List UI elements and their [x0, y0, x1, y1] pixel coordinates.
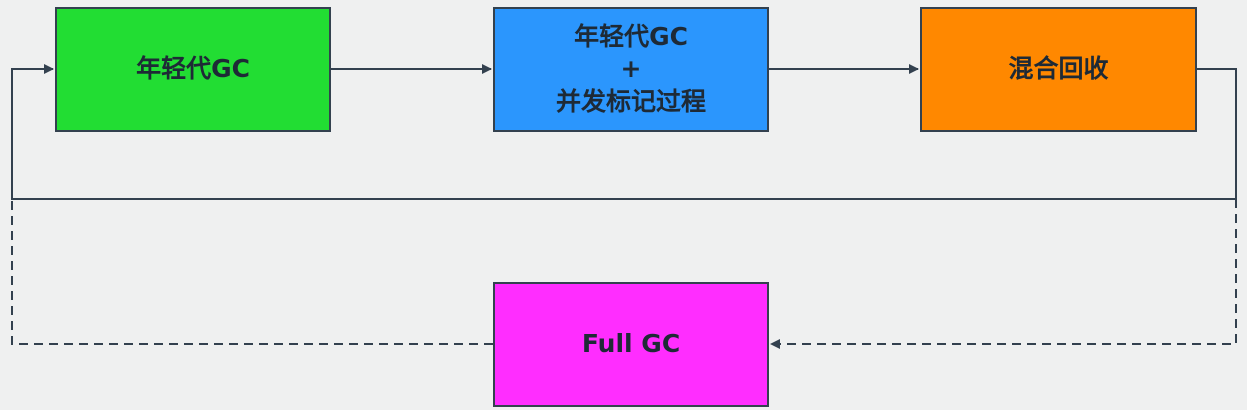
concurrent-mark-box: 年轻代GC + 并发标记过程	[493, 7, 769, 132]
concurrent-mark-line-3: 并发标记过程	[555, 86, 706, 116]
young-gc-label: 年轻代GC	[136, 54, 250, 84]
full-gc-label: Full GC	[581, 329, 681, 359]
mixed-gc-box: 混合回收	[920, 7, 1197, 132]
concurrent-mark-plus: +	[620, 54, 642, 84]
dashed-arrow-to-full-gc	[770, 199, 1237, 349]
dashed-line-from-full-gc	[11, 199, 493, 345]
mixed-gc-label: 混合回收	[1008, 54, 1109, 84]
full-gc-box: Full GC	[493, 282, 769, 407]
concurrent-mark-line-1: 年轻代GC	[574, 21, 688, 51]
young-gc-box: 年轻代GC	[55, 7, 331, 132]
